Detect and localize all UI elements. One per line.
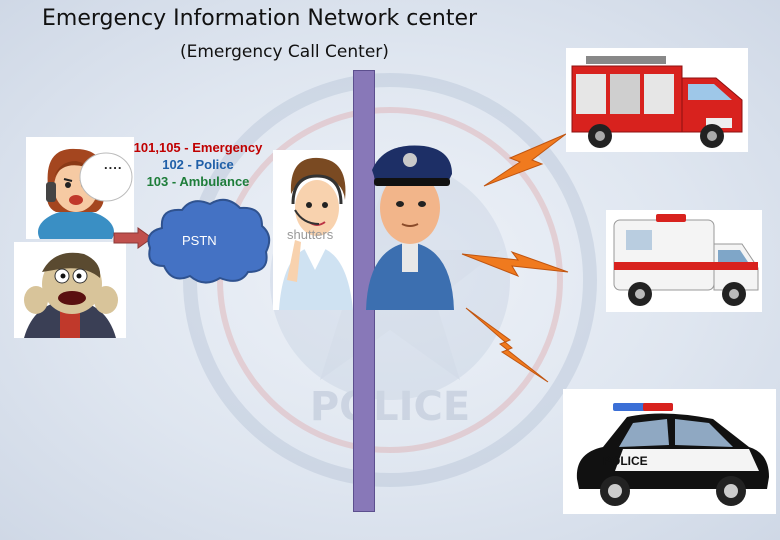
page-title: Emergency Information Network center (42, 6, 478, 31)
ambulance-image (606, 210, 762, 312)
number-ambulance: 103 - Ambulance (146, 174, 250, 189)
lightning-icon-top (483, 133, 567, 187)
police-car-image: POLICE (563, 389, 776, 514)
speech-bubble-dots: .... (104, 157, 123, 172)
operator-image: shutters (273, 150, 355, 310)
emblem-text: POLICE (310, 384, 470, 430)
pstn-label: PSTN (182, 233, 217, 248)
shutterstock-watermark: shutters (287, 227, 334, 242)
pstn-cloud-icon (147, 198, 271, 284)
emergency-numbers: 101,105 - Emergency 102 - Police 103 - A… (122, 139, 274, 190)
arrow-right-icon (113, 227, 153, 249)
lightning-icon-middle (461, 250, 569, 278)
caller-man-image (14, 242, 126, 338)
lightning-icon-bottom (465, 307, 549, 383)
police-officer-image (366, 145, 454, 310)
page-subtitle: (Emergency Call Center) (180, 42, 389, 62)
number-emergency: 101,105 - Emergency (133, 140, 263, 155)
number-police: 102 - Police (162, 157, 234, 172)
caller-woman-image (26, 137, 134, 239)
fire-truck-image (566, 48, 748, 152)
police-car-label: POLICE (603, 454, 648, 468)
